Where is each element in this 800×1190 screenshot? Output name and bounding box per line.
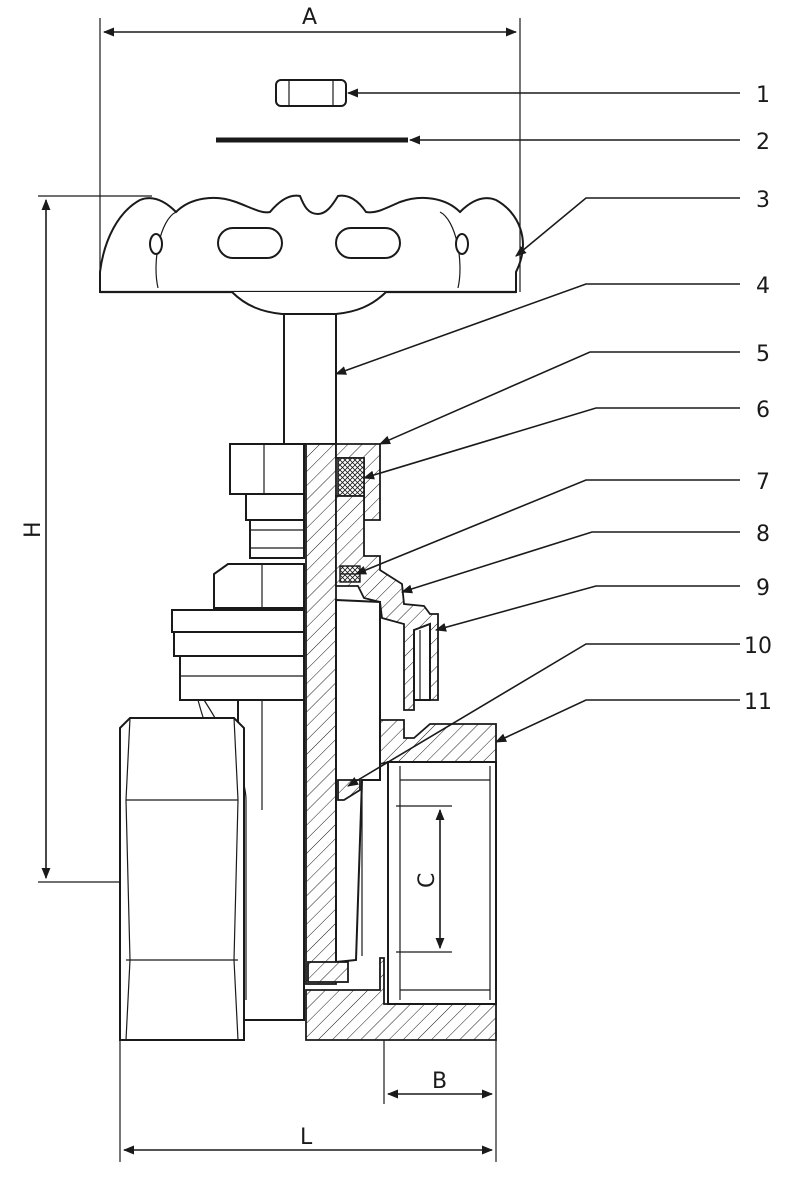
gland-nut xyxy=(229,443,305,559)
dimension-l: L xyxy=(119,1040,497,1162)
part-number-11: 11 xyxy=(744,690,772,715)
callout-2: 2 xyxy=(408,130,770,155)
dimension-c-label: C xyxy=(415,873,440,888)
gasket xyxy=(413,622,431,701)
hex-end-left xyxy=(119,717,245,1041)
bonnet-exterior xyxy=(171,563,305,701)
stem-section xyxy=(305,443,337,985)
dimension-b-label: B xyxy=(432,1069,447,1094)
handwheel xyxy=(99,194,524,315)
part-number-6: 6 xyxy=(756,398,770,423)
part-number-5: 5 xyxy=(756,342,770,367)
bonnet-section xyxy=(335,495,439,711)
part-number-9: 9 xyxy=(756,576,770,601)
seat-ring xyxy=(307,961,349,983)
part-number-10: 10 xyxy=(744,634,772,659)
callout-7: 7 xyxy=(354,470,770,575)
part-number-1: 1 xyxy=(756,83,770,108)
part-number-4: 4 xyxy=(756,274,770,299)
callout-6: 6 xyxy=(362,398,770,480)
dimension-h-label: H xyxy=(21,521,46,538)
valve-stem xyxy=(283,313,337,445)
callout-9: 9 xyxy=(434,576,770,632)
callout-10: 10 xyxy=(347,634,772,787)
callout-3: 3 xyxy=(515,188,770,257)
part-number-2: 2 xyxy=(756,130,770,155)
part-number-8: 8 xyxy=(756,522,770,547)
part-number-3: 3 xyxy=(756,188,770,213)
handwheel-nut xyxy=(275,79,347,107)
packing xyxy=(337,457,365,497)
dimension-a-label: A xyxy=(302,5,317,30)
body-section xyxy=(305,719,497,1041)
callout-1: 1 xyxy=(346,83,770,108)
dimension-c: C xyxy=(396,805,452,953)
dimension-b: B xyxy=(383,1040,497,1104)
part-number-7: 7 xyxy=(756,470,770,495)
dimension-h: H xyxy=(21,195,152,883)
dimension-l-label: L xyxy=(300,1125,313,1150)
callout-4: 4 xyxy=(334,274,770,375)
callout-8: 8 xyxy=(400,522,770,594)
callout-11: 11 xyxy=(494,690,772,743)
callout-5: 5 xyxy=(378,342,770,445)
threaded-bore xyxy=(387,761,497,1005)
